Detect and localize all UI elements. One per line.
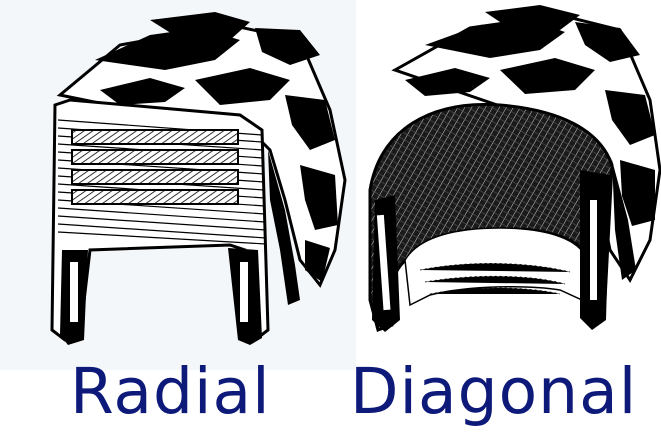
diagonal-label: Diagonal	[350, 352, 637, 432]
diagonal-tire-cutaway-icon	[370, 5, 660, 332]
radial-label: Radial	[70, 352, 271, 432]
radial-tire-cutaway-icon	[52, 12, 345, 345]
tire-illustrations	[0, 0, 661, 360]
